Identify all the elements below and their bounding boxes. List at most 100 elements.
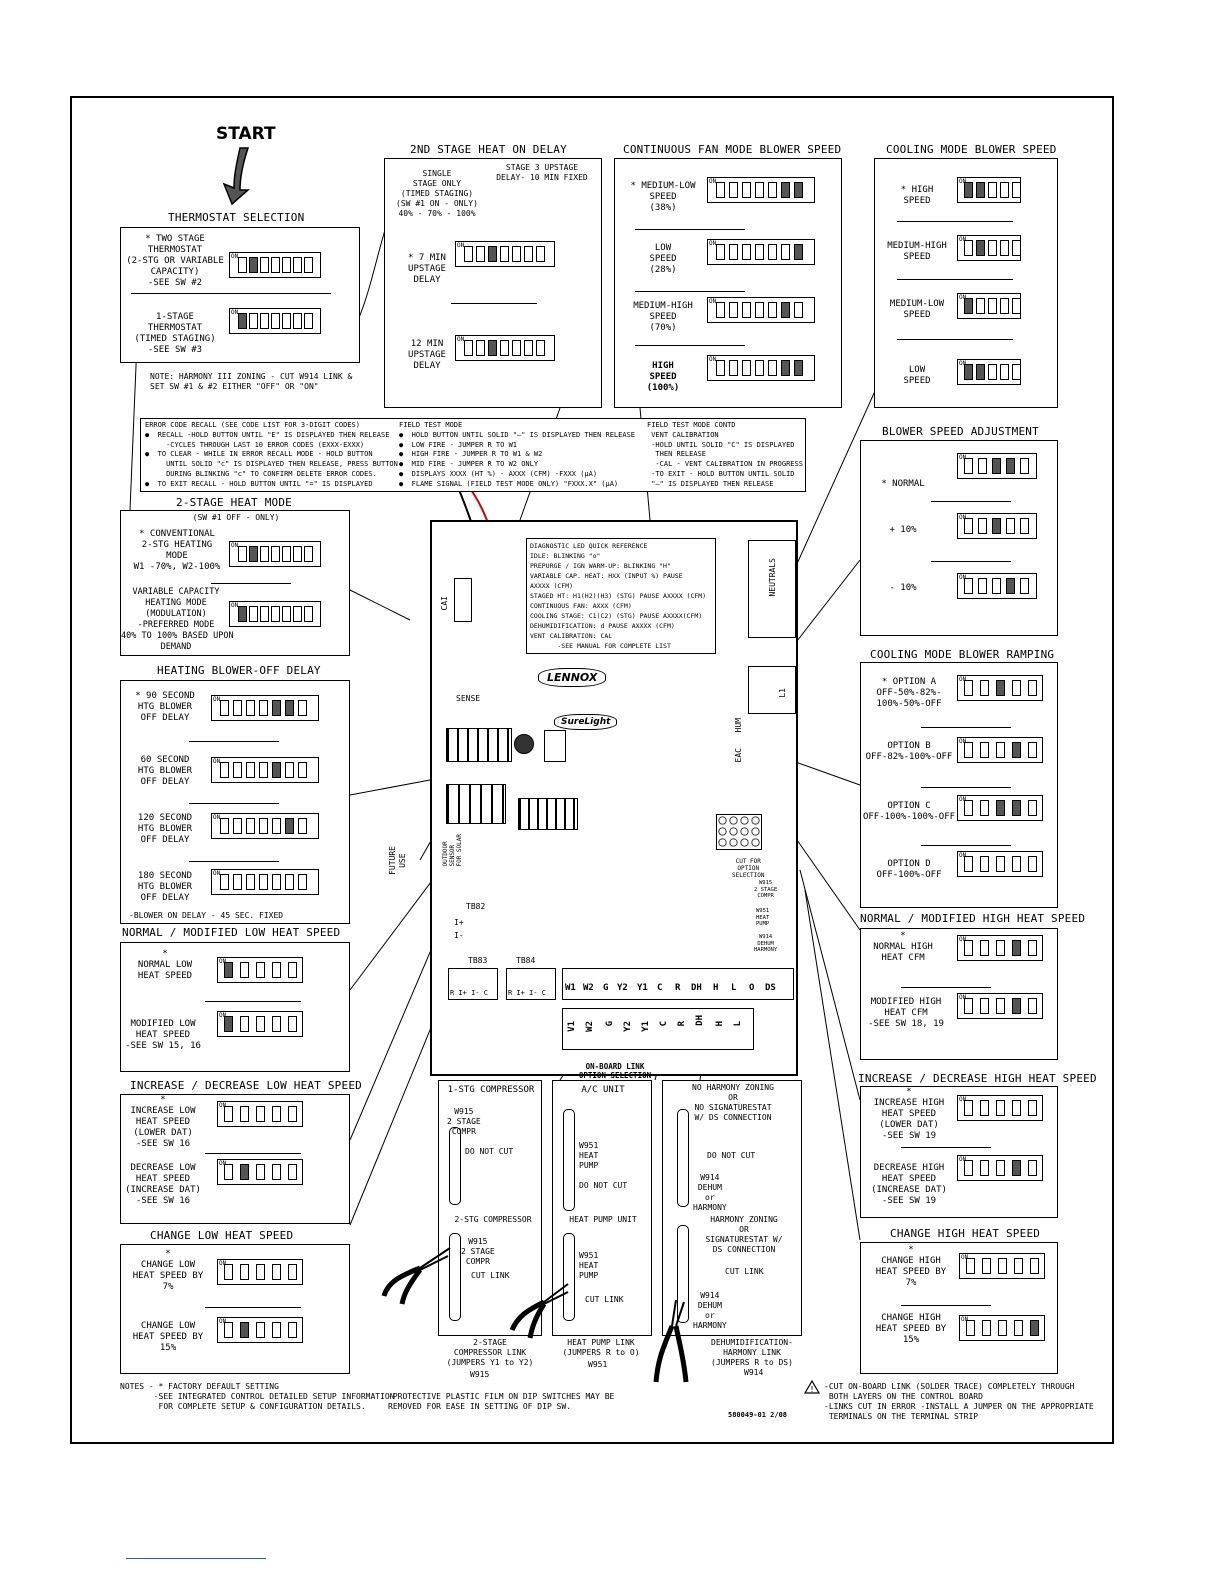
- change-high-title: CHANGE HIGH HEAT SPEED: [890, 1227, 1041, 1240]
- term-w2[interactable]: W2: [583, 983, 594, 993]
- future-use-label: FUTURE USE: [388, 846, 407, 875]
- thermostat-note: NOTE: HARMONY III ZONING - CUT W914 LINK…: [150, 372, 353, 391]
- dip-switch[interactable]: ON: [957, 513, 1037, 539]
- field-test-col2: FIELD TEST MODE ● HOLD BUTTON UNTIL SOLI…: [399, 421, 636, 488]
- bterm-w2[interactable]: W2: [585, 1021, 595, 1032]
- error-recall-col1: ERROR CODE RECALL (SEE CODE LIST FOR 3-D…: [145, 421, 398, 488]
- dip-switch[interactable]: ON: [957, 675, 1043, 701]
- cooling-opt-medium-high: MEDIUM-HIGH SPEED: [887, 241, 947, 262]
- thermostat-opt-two-stage: * TWO STAGE THERMOSTAT (2-STG OR VARIABL…: [126, 234, 224, 288]
- dip-switch[interactable]: ON: [957, 851, 1043, 877]
- dip-switch[interactable]: ON: [211, 757, 319, 783]
- cooling-speed-panel: * HIGH SPEED ON MEDIUM-HIGH SPEED ON MED…: [874, 158, 1058, 408]
- term-c[interactable]: C: [657, 983, 663, 993]
- dip-switch[interactable]: ON: [707, 239, 815, 265]
- bterm-y2[interactable]: Y2: [623, 1021, 633, 1032]
- continuous-fan-title: CONTINUOUS FAN MODE BLOWER SPEED: [623, 143, 842, 156]
- term-g[interactable]: G: [603, 983, 609, 993]
- link-compressor-mid: 2-STG COMPRESSOR: [454, 1215, 532, 1224]
- cai-connector: [454, 578, 472, 622]
- ramp-opt-b: OPTION B OFF-82%-100%-OFF: [865, 741, 953, 762]
- dip-switch[interactable]: ON: [957, 1095, 1043, 1121]
- high-heat-opt-modified: MODIFIED HIGH HEAT CFM -SEE SW 18, 19: [868, 997, 944, 1029]
- bterm-v1[interactable]: V1: [567, 1021, 577, 1032]
- dip-switch[interactable]: ON: [957, 235, 1021, 261]
- change-high-opt-15: CHANGE HIGH HEAT SPEED BY 15%: [875, 1313, 947, 1345]
- dip-switch[interactable]: ON: [957, 737, 1043, 763]
- dip-switch[interactable]: ON: [455, 335, 555, 361]
- term-r[interactable]: R: [675, 983, 681, 993]
- term-y1[interactable]: Y1: [637, 983, 648, 993]
- wire-cutter-icon: [381, 1247, 451, 1305]
- dip-switch[interactable]: ON: [217, 1317, 303, 1343]
- dip-switch[interactable]: ON: [229, 601, 321, 627]
- high-heat-title: NORMAL / MODIFIED HIGH HEAT SPEED: [860, 912, 1086, 925]
- dip-switch[interactable]: ON: [957, 795, 1043, 821]
- svg-text:!: !: [810, 1385, 813, 1394]
- link-trace-cut: [449, 1233, 461, 1321]
- thermostat-panel: * TWO STAGE THERMOSTAT (2-STG OR VARIABL…: [120, 227, 360, 363]
- term-l[interactable]: L: [731, 983, 737, 993]
- link-trace-cut: [563, 1233, 575, 1321]
- bterm-l[interactable]: L: [733, 1021, 743, 1027]
- dip-switch[interactable]: ON: [229, 541, 321, 567]
- dip-switch[interactable]: ON: [211, 813, 319, 839]
- low-heat-opt-modified: MODIFIED LOW HEAT SPEED -SEE SW 15, 16: [125, 1019, 201, 1051]
- dip-switch[interactable]: ON: [707, 297, 815, 323]
- change-high-opt-7: * CHANGE HIGH HEAT SPEED BY 7%: [875, 1245, 947, 1288]
- dip-switch[interactable]: ON: [217, 1011, 303, 1037]
- incdec-high-opt-increase: * INCREASE HIGH HEAT SPEED (LOWER DAT) -…: [873, 1087, 945, 1141]
- dip-switch[interactable]: ON: [957, 993, 1043, 1019]
- dip-switch[interactable]: ON: [229, 252, 321, 278]
- link-compressor-w: W915 2 STAGE COMPR: [447, 1107, 481, 1136]
- term-o[interactable]: O: [749, 983, 755, 993]
- dip-switch[interactable]: ON: [957, 935, 1043, 961]
- diag-button[interactable]: [514, 734, 534, 754]
- dip-switch[interactable]: ON: [957, 177, 1021, 203]
- low-heat-panel: * NORMAL LOW HEAT SPEED ON MODIFIED LOW …: [120, 942, 350, 1072]
- dip-switch[interactable]: ON: [957, 573, 1037, 599]
- term-w1[interactable]: W1: [565, 983, 576, 993]
- bterm-c[interactable]: C: [659, 1021, 669, 1027]
- dip-switch[interactable]: ON: [957, 453, 1037, 479]
- low-heat-opt-normal: * NORMAL LOW HEAT SPEED: [137, 949, 193, 981]
- dip-switch[interactable]: ON: [957, 359, 1021, 385]
- links-title: ON-BOARD LINK OPTION SELECTION: [578, 1062, 652, 1080]
- dip-switch[interactable]: ON: [959, 1315, 1045, 1341]
- dip-bank-lower[interactable]: [518, 798, 578, 830]
- dip-switch[interactable]: ON: [211, 695, 319, 721]
- dip-switch[interactable]: ON: [455, 241, 555, 267]
- dip-bank-middle[interactable]: [446, 784, 506, 824]
- dip-switch[interactable]: ON: [959, 1253, 1045, 1279]
- dip-switch[interactable]: ON: [217, 1159, 303, 1185]
- dip-switch[interactable]: ON: [229, 308, 321, 334]
- bterm-g[interactable]: G: [605, 1021, 615, 1027]
- link-compressor-w2: W915 2 STAGE COMPR: [461, 1237, 495, 1266]
- term-y2[interactable]: Y2: [617, 983, 628, 993]
- dip-switch[interactable]: ON: [217, 957, 303, 983]
- dip-switch[interactable]: ON: [217, 1101, 303, 1127]
- w915-board-label: W915 2 STAGE COMPR: [754, 880, 778, 899]
- bterm-h[interactable]: H: [715, 1021, 725, 1027]
- term-h[interactable]: H: [713, 983, 719, 993]
- dip-switch[interactable]: ON: [957, 1155, 1043, 1181]
- wire-cutter-icon: [653, 1299, 689, 1383]
- bterm-y1[interactable]: Y1: [641, 1021, 651, 1032]
- tb82-label: TB82: [466, 902, 486, 911]
- dip-switch[interactable]: ON: [957, 293, 1021, 319]
- term-dh[interactable]: DH: [691, 983, 702, 993]
- dip-switch[interactable]: ON: [211, 869, 319, 895]
- second-stage-opt-7min: * 7 MIN UPSTAGE DELAY: [408, 253, 446, 285]
- ramp-opt-d: OPTION D OFF-100%-OFF: [876, 859, 942, 880]
- link-heatpump-panel: A/C UNIT W951 HEAT PUMP DO NOT CUT HEAT …: [552, 1080, 652, 1336]
- low-heat-title: NORMAL / MODIFIED LOW HEAT SPEED: [122, 926, 341, 939]
- dip-switch[interactable]: ON: [217, 1259, 303, 1285]
- bterm-dh[interactable]: DH: [695, 1015, 705, 1026]
- term-ds[interactable]: DS: [765, 983, 776, 993]
- neutrals-block: [748, 540, 796, 638]
- incdec-low-opt-decrease: DECREASE LOW HEAT SPEED (INCREASE DAT) -…: [125, 1163, 201, 1206]
- dip-switch[interactable]: ON: [707, 355, 815, 381]
- dip-switch[interactable]: ON: [707, 177, 815, 203]
- dip-bank-upper[interactable]: [446, 728, 512, 762]
- bterm-r[interactable]: R: [677, 1021, 687, 1027]
